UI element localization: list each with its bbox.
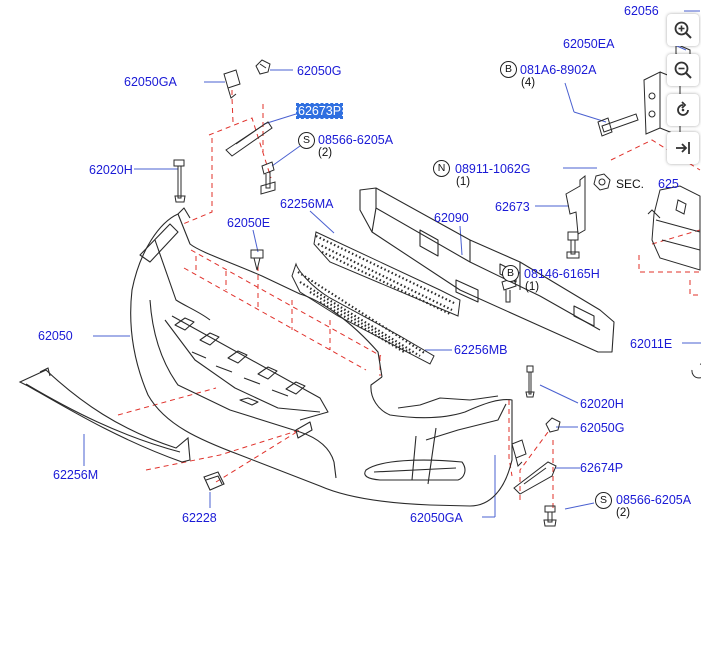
screw-badge-bottom: S (595, 492, 612, 509)
label-08566-6205A-bottom[interactable]: 08566-6205A (616, 493, 692, 507)
label-08146-6165H[interactable]: 08146-6165H (524, 267, 600, 281)
reset-icon (677, 101, 689, 116)
label-62011E[interactable]: 62011E (630, 337, 673, 351)
label-081A6-8902A[interactable]: 081A6-8902A (520, 63, 597, 77)
label-62050[interactable]: 62050 (38, 329, 73, 343)
side-strip (18, 367, 191, 463)
screw-badge-top: S (298, 132, 315, 149)
label-62256MB[interactable]: 62256MB (454, 343, 508, 357)
label-62050EA[interactable]: 62050EA (563, 37, 615, 51)
label-62020H-left[interactable]: 62020H (89, 163, 133, 177)
label-62256M[interactable]: 62256M (53, 468, 99, 482)
label-62050E[interactable]: 62050E (227, 216, 271, 230)
reset-view-button[interactable] (667, 94, 699, 126)
zoom-in-icon (674, 21, 692, 39)
label-sec-625[interactable]: 625 (658, 177, 679, 191)
label-62050GA-top[interactable]: 62050GA (124, 75, 177, 89)
label-08566-6205A-top[interactable]: 08566-6205A (318, 133, 394, 147)
label-62673P[interactable]: 62673P (295, 103, 344, 119)
label-62050GA-bottom[interactable]: 62050GA (410, 511, 463, 525)
bolt-badge-08146: B (502, 265, 519, 282)
zoom-in-button[interactable] (667, 14, 699, 46)
label-62674P[interactable]: 62674P (580, 461, 624, 475)
qty-08911-1062G: (1) (456, 176, 471, 188)
leader-lines (83, 10, 701, 518)
label-62050G-right[interactable]: 62050G (580, 421, 625, 435)
label-62228[interactable]: 62228 (182, 511, 217, 525)
nut-badge-08911: N (433, 160, 450, 177)
tow-hook-cover (203, 471, 225, 491)
fasteners-left (173, 59, 276, 271)
label-62256MA[interactable]: 62256MA (280, 197, 334, 211)
bolt-badge-081A6: B (500, 61, 517, 78)
zoom-out-button[interactable] (667, 54, 699, 86)
label-62090[interactable]: 62090 (434, 211, 469, 225)
label-62020H-right[interactable]: 62020H (580, 397, 624, 411)
lower-grille (291, 262, 435, 365)
qty-08146-6165H: (1) (525, 281, 540, 293)
label-08911-1062G[interactable]: 08911-1062G (455, 162, 531, 176)
label-62056[interactable]: 62056 (624, 4, 659, 18)
qty-08566-6205A-bottom: (2) (616, 507, 631, 519)
collapse-panel-button[interactable] (667, 132, 699, 164)
label-sec: SEC. (616, 177, 645, 191)
label-62673[interactable]: 62673 (495, 200, 530, 214)
qty-081A6-8902A: (4) (521, 77, 536, 89)
zoom-out-icon (674, 61, 692, 79)
collapse-icon (676, 142, 690, 154)
upper-grille (313, 231, 461, 317)
label-62050G-top[interactable]: 62050G (297, 64, 342, 78)
bumper-fascia (130, 207, 513, 507)
qty-08566-6205A-top: (2) (318, 147, 333, 159)
